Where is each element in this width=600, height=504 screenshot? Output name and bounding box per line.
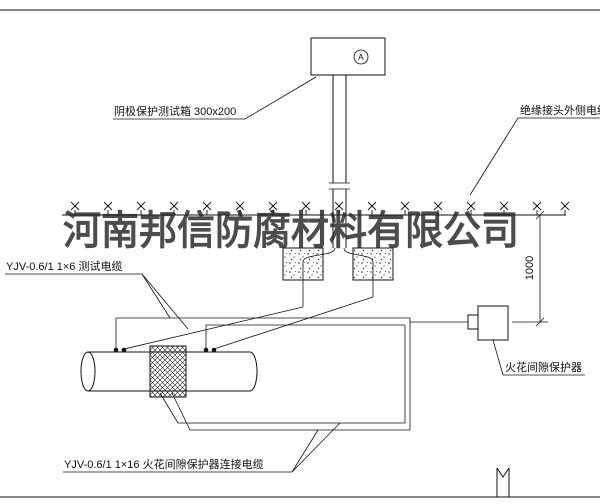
watermark-text: 河南邦信防腐材料有限公司 (63, 208, 519, 253)
dimension-text: 1000 (524, 256, 536, 280)
spark-protector-label: 火花间隙保护器 (505, 360, 582, 374)
test-cable-label: YJV-0.6/1 1×6 测试电缆 (6, 260, 122, 273)
outer-cable-label: 绝缘接头外侧电缆 (520, 103, 600, 117)
ammeter-symbol (353, 49, 369, 65)
frame-lines (0, 9, 600, 498)
test-cables (123, 247, 374, 350)
marker-post-symbol (496, 467, 510, 497)
cathodic-test-box: A (310, 37, 386, 76)
conduit-post (329, 75, 350, 248)
pipe-terminals (113, 347, 217, 353)
spark-gap-cables (115, 317, 468, 431)
insulating-joint (149, 345, 187, 398)
spark-gap-protector (467, 305, 509, 341)
bottom-cable-label: YJV-0.6/1 1×16 火花间隙保护器连接电缆 (64, 457, 264, 471)
ammeter-letter: A (358, 52, 364, 62)
dimension-1000: 1000 (512, 210, 548, 327)
pipe (80, 345, 258, 398)
test-box-label: 阴极保护测试箱 300x200 (114, 104, 236, 118)
leader-lines (5, 76, 600, 473)
